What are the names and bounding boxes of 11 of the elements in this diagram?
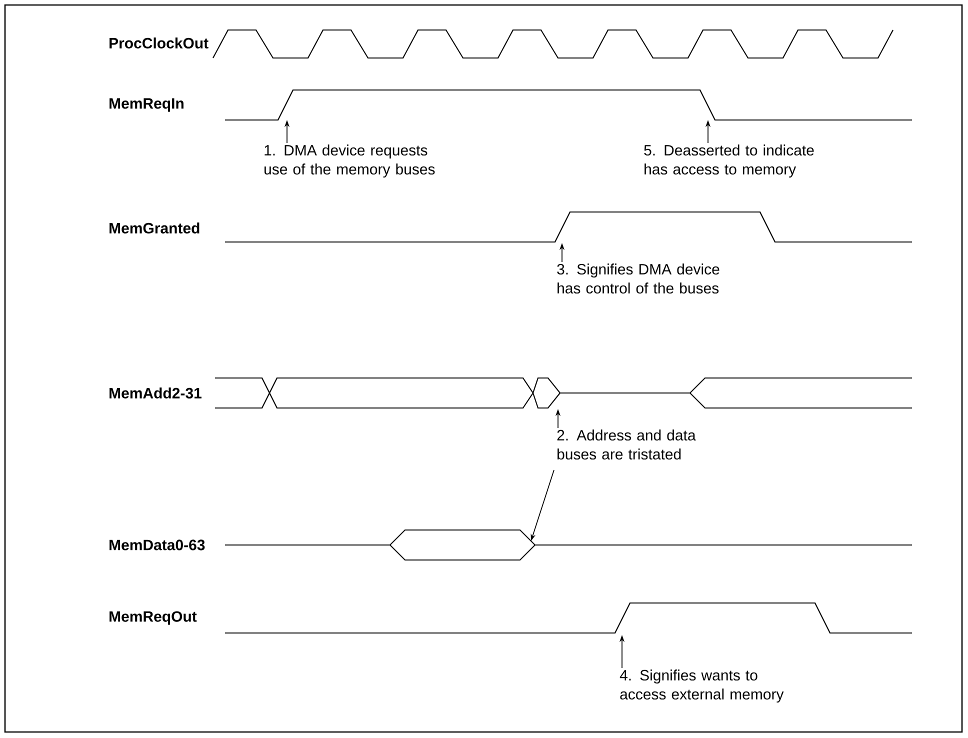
signal-name: MemReqIn — [110, 98, 184, 112]
callout-text: 3. Signifies DMA device has control of the buses — [557, 264, 720, 294]
signal-name: MemReqOut — [110, 611, 197, 625]
signal-name: MemGranted — [110, 222, 200, 234]
callout-text: 1. DMA device requests use of the memory buses — [264, 144, 435, 178]
callout-text: 2. Address and data buses are tristated — [557, 430, 696, 460]
callout-text: 4. Signifies wants to access external memory — [620, 670, 784, 703]
signal-name: MemAdd2-31 — [110, 387, 202, 399]
signal-name: MemData0-63 — [110, 540, 205, 550]
signal-name: ProcClockOut — [110, 38, 208, 48]
callout-text: 5. Deasserted to indicate has access to memory — [644, 144, 814, 178]
